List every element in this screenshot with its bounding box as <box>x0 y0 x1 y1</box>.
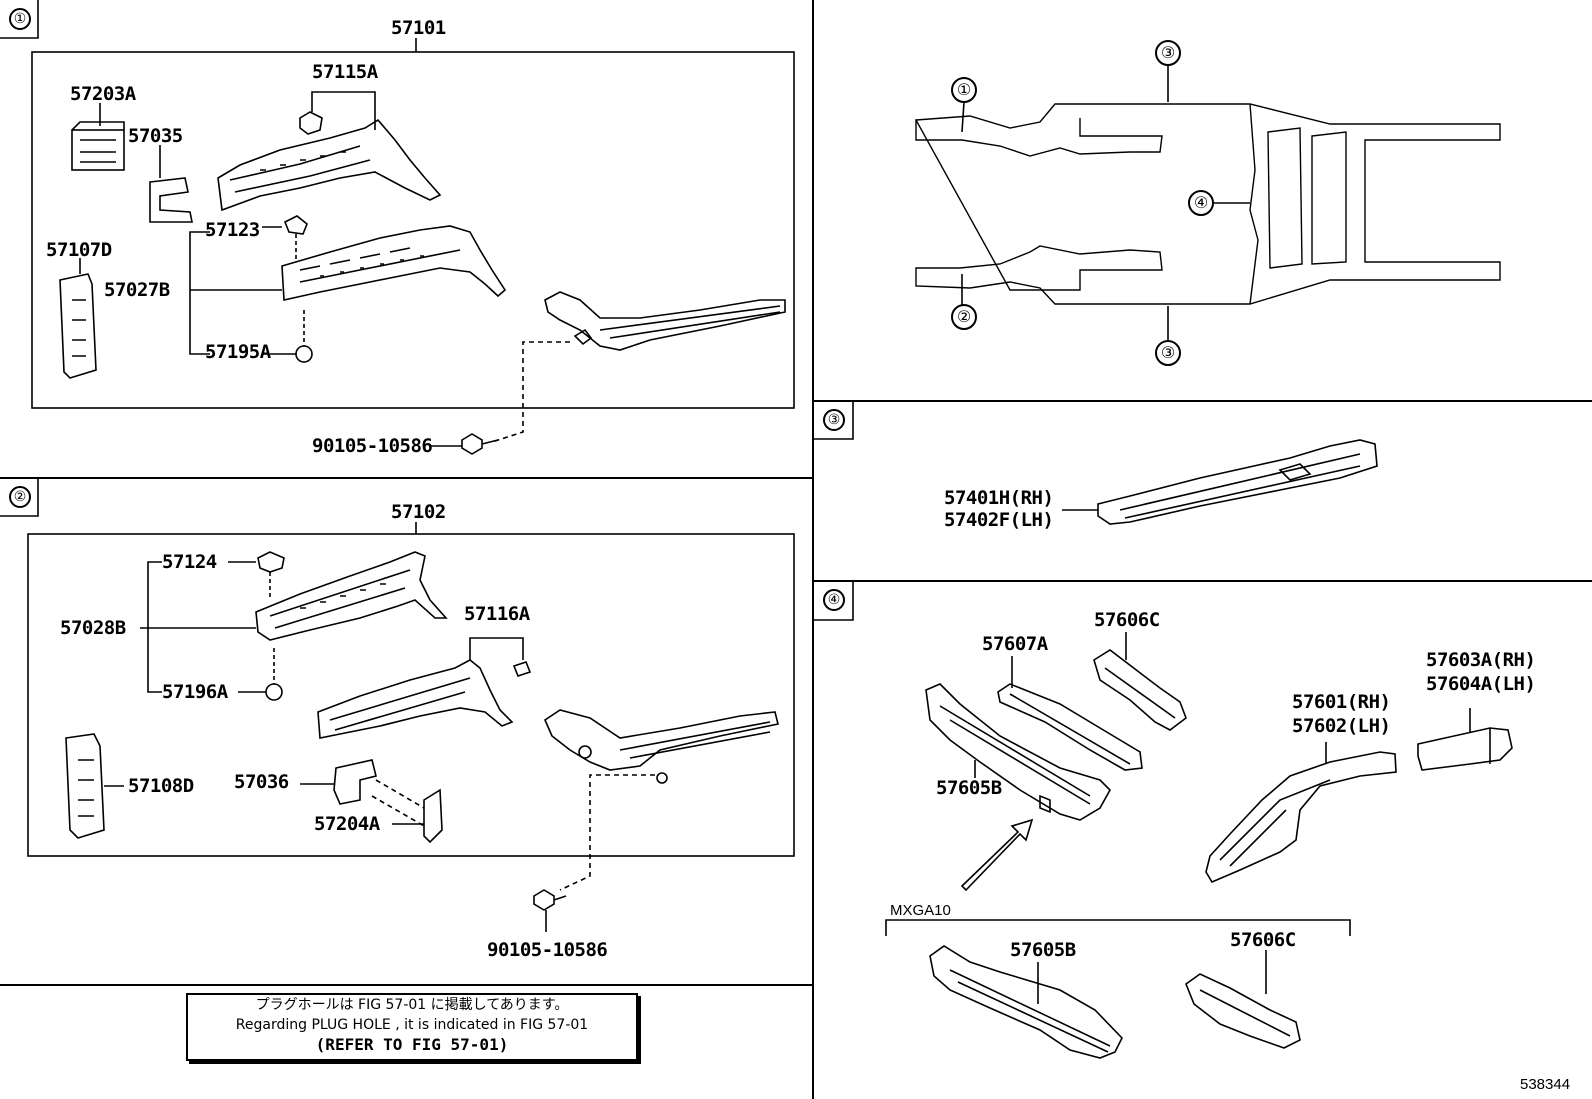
part-57602-label: 57602(LH) <box>1292 715 1391 737</box>
part-57606C-label: 57606C <box>1094 609 1160 631</box>
part-57116A-label: 57116A <box>464 603 530 625</box>
assembly-57102-label: 57102 <box>391 501 446 523</box>
part-57607A-label: 57607A <box>982 633 1048 655</box>
figure-id: 538344 <box>1520 1076 1571 1093</box>
section-2-marker: ② <box>9 486 31 508</box>
variant-part-57605B-label: 57605B <box>1010 939 1076 961</box>
part-57115A-label: 57115A <box>312 61 378 83</box>
part-57204A-label: 57204A <box>314 813 380 835</box>
part-57124-label: 57124 <box>162 551 217 573</box>
variant-part-57606C-label: 57606C <box>1230 929 1296 951</box>
plug-hole-note: プラグホールは FIG 57-01 に掲載してあります。 Regarding P… <box>186 993 638 1061</box>
part-57107D-label: 57107D <box>46 239 112 261</box>
part-57604A-label: 57604A(LH) <box>1426 673 1536 695</box>
part-57036-label: 57036 <box>234 771 289 793</box>
note-japanese-text: プラグホールは FIG 57-01 に掲載してあります。 <box>255 997 569 1013</box>
part-57027B-label: 57027B <box>104 279 170 301</box>
section-3-marker: ③ <box>823 409 845 431</box>
bolt-90105-10586-label-1: 90105-10586 <box>312 435 433 457</box>
overview-callout-3-top: ③ <box>1155 40 1181 66</box>
part-57401H-label: 57401H(RH) <box>944 487 1054 509</box>
bolt-90105-10586-label-2: 90105-10586 <box>487 939 608 961</box>
note-reference-text: (REFER TO FIG 57-01) <box>315 1035 509 1054</box>
assembly-57101-label: 57101 <box>391 17 446 39</box>
part-57203A-label: 57203A <box>70 83 136 105</box>
part-57196A-label: 57196A <box>162 681 228 703</box>
part-57605B-label: 57605B <box>936 777 1002 799</box>
part-57603A-label: 57603A(RH) <box>1426 649 1536 671</box>
part-57402F-label: 57402F(LH) <box>944 509 1054 531</box>
overview-callout-1: ① <box>951 77 977 103</box>
part-57195A-label: 57195A <box>205 341 271 363</box>
section-1-marker: ① <box>9 8 31 30</box>
overview-callout-2: ② <box>951 304 977 330</box>
variant-mxga10-label: MXGA10 <box>890 902 951 919</box>
overview-callout-3-bottom: ③ <box>1155 340 1181 366</box>
part-57108D-label: 57108D <box>128 775 194 797</box>
note-english-text: Regarding PLUG HOLE , it is indicated in… <box>235 1017 589 1033</box>
part-57035-label: 57035 <box>128 125 183 147</box>
overview-callout-4: ④ <box>1188 190 1214 216</box>
part-57123-label: 57123 <box>205 219 260 241</box>
part-57601-label: 57601(RH) <box>1292 691 1391 713</box>
part-57028B-label: 57028B <box>60 617 126 639</box>
section-4-marker: ④ <box>823 589 845 611</box>
